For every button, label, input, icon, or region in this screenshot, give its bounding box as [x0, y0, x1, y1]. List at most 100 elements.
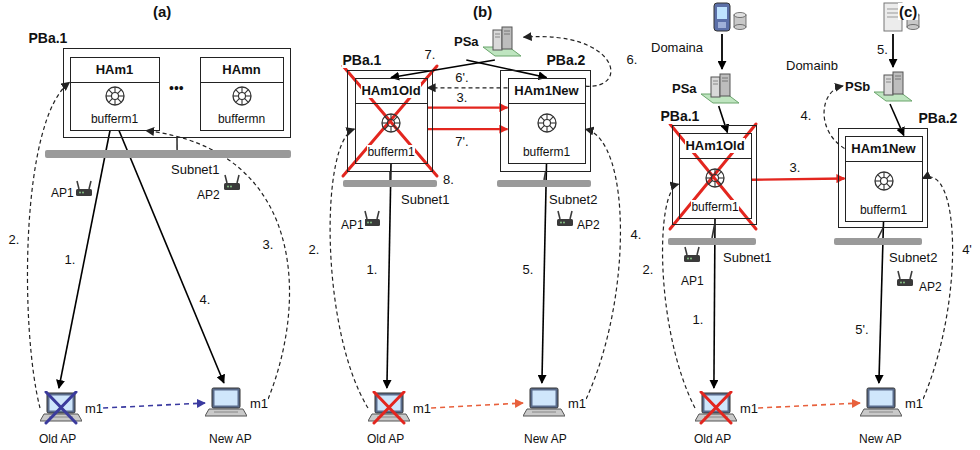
node-name: m1	[250, 396, 268, 411]
position-label: Old AP	[38, 432, 77, 446]
message-arrow	[879, 222, 884, 384]
message-arrow	[59, 131, 110, 389]
agent-name: HAm1Old	[685, 138, 744, 153]
buffer-caption: bufferm1	[509, 143, 585, 163]
callout-number: 4.	[630, 228, 643, 242]
proxy-server: PSa	[452, 22, 524, 60]
home-agent-box: HAmn buffermn	[200, 57, 284, 131]
mobile-node: m1	[695, 388, 758, 428]
proxy-box: PBa.1HAm1Oldbufferm1	[347, 70, 433, 172]
message-arrow	[431, 403, 523, 408]
mobile-node: m1	[368, 388, 431, 428]
message-arrow	[428, 128, 508, 130]
box-heading: PBa.1	[342, 52, 383, 68]
mobile-node: m1	[860, 383, 923, 423]
link-line	[712, 225, 715, 238]
message-arrow	[387, 164, 391, 389]
agent-name: HAmn	[222, 62, 260, 77]
access-point-icon	[557, 211, 573, 226]
buffer-name: bufferm1	[691, 200, 738, 214]
buffer-area	[509, 104, 585, 143]
message-arrow	[146, 131, 290, 400]
position-label: Old AP	[366, 432, 405, 446]
subnet-label: Subnet1	[400, 192, 450, 207]
message-arrow	[428, 87, 508, 88]
access-point-label: AP2	[576, 218, 601, 232]
server-name: PSa	[672, 81, 697, 96]
home-agent-box: HAm1Old bufferm1	[679, 133, 752, 219]
server-name: PSb	[845, 79, 870, 94]
laptop-icon	[860, 386, 902, 420]
access-point-label: AP1	[50, 186, 75, 200]
message-arrow	[758, 403, 860, 408]
buffer-area	[356, 104, 427, 143]
link-line	[544, 172, 546, 180]
home-agent-box: HAm1New bufferm1	[508, 78, 586, 164]
position-label: New AP	[208, 432, 253, 446]
box-divider: HAmn	[201, 58, 283, 83]
failure-cross	[343, 66, 437, 176]
access-point-icon	[897, 271, 913, 286]
message-arrow	[752, 179, 845, 180]
message-arrow	[719, 106, 728, 133]
node-name: m1	[568, 396, 586, 411]
subnet-bar: Subnet2	[497, 180, 591, 187]
callout-number: 6'.	[454, 71, 469, 85]
box-divider: HAm1	[71, 58, 159, 83]
buffer-icon	[536, 112, 558, 134]
callout-number: 4.	[199, 293, 212, 307]
server-icon	[700, 72, 740, 104]
subnet-label: Subnet2	[888, 250, 938, 265]
buffer-name: bufferm1	[367, 145, 414, 159]
box-divider: HAm1New	[846, 137, 922, 162]
callout-number: 3.	[262, 238, 275, 252]
buffer-name: buffermn	[218, 112, 265, 126]
message-arrow	[466, 60, 546, 78]
node-name: m1	[740, 401, 758, 416]
callout-number: 1.	[366, 263, 379, 277]
buffer-caption: buffermn	[201, 110, 283, 130]
callout-number: 3.	[789, 161, 802, 175]
box-heading: PBa.1	[660, 108, 701, 124]
box-divider: HAm1New	[509, 79, 585, 104]
message-arrow	[524, 37, 611, 87]
callout-number: 2.	[308, 243, 321, 257]
proxy-server: PSa	[670, 70, 742, 106]
failure-cross	[670, 124, 756, 229]
callout-number: 8.	[442, 172, 455, 187]
agent-name: HAm1New	[514, 83, 578, 98]
callout-number: 2.	[642, 263, 655, 277]
subnet-label: Subnet1	[170, 162, 220, 177]
box-divider: HAm1Old	[680, 134, 751, 159]
subnet-bar: Subnet1	[45, 150, 291, 158]
access-point-icon	[224, 175, 240, 190]
access-point-icon	[364, 211, 380, 226]
buffer-caption: bufferm1	[846, 201, 922, 221]
server-icon	[482, 25, 522, 57]
domain-label: Domainb	[785, 58, 839, 73]
domain-label: Domaina	[650, 40, 704, 55]
laptop-icon	[523, 386, 565, 420]
box-divider: HAm1Old	[356, 79, 427, 104]
position-label: New AP	[858, 432, 903, 446]
laptop-icon	[695, 391, 737, 425]
message-arrow	[890, 104, 904, 136]
message-arrow	[103, 403, 205, 408]
proxy-box: PBa.2HAm1Newbufferm1	[500, 70, 591, 172]
buffer-icon	[380, 112, 402, 134]
box-heading: PBa.1	[28, 30, 69, 46]
subnet-label: Subnet2	[548, 192, 598, 207]
home-agent-box: HAm1 bufferm1	[70, 57, 160, 131]
callout-number: 7'.	[454, 135, 469, 149]
agent-name: HAm1New	[851, 141, 915, 156]
mobile-node: m1	[523, 383, 586, 423]
buffer-name: bufferm1	[523, 145, 570, 159]
buffer-name: bufferm1	[91, 112, 138, 126]
panel-tag: (a)	[152, 3, 172, 20]
node-name: m1	[85, 401, 103, 416]
proxy-server: PSb	[843, 68, 915, 104]
access-point-label: AP1	[680, 274, 705, 288]
mobile-phone-icon	[714, 3, 730, 31]
buffer-area	[846, 162, 922, 201]
